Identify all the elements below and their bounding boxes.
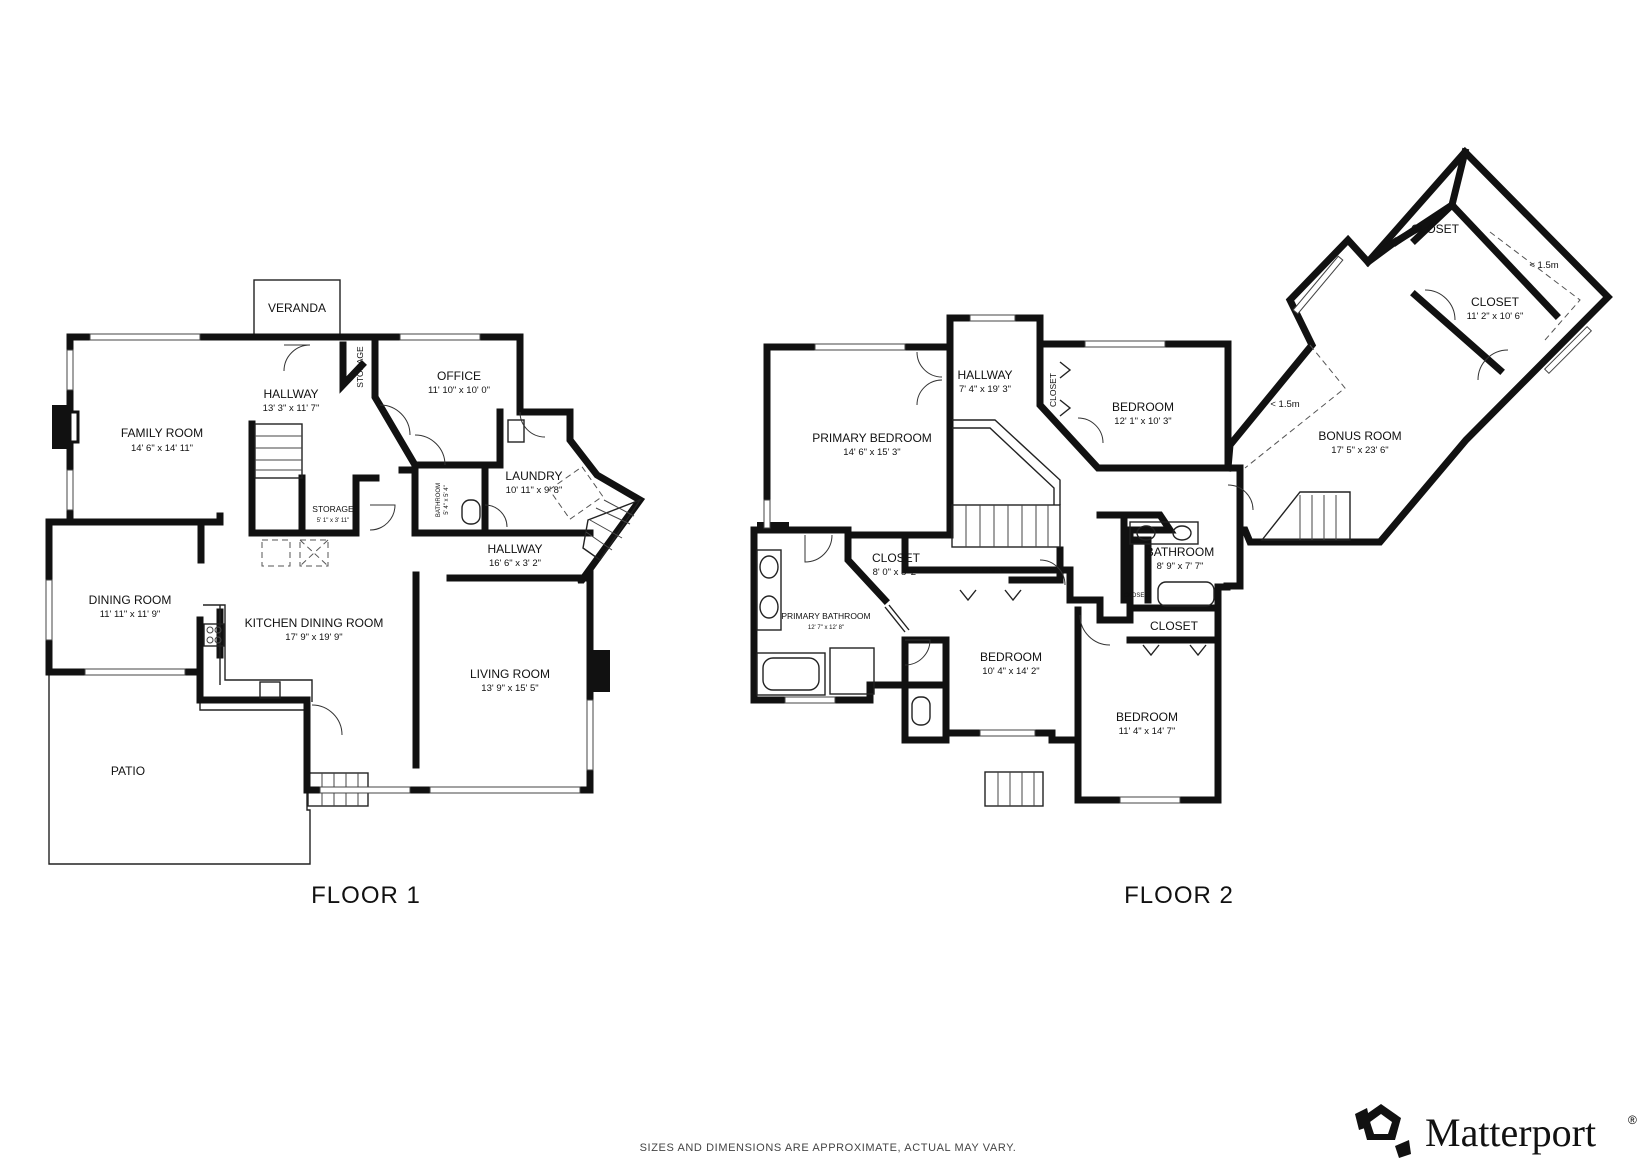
hallway-3-dim: 7' 4" x 19' 3" (959, 384, 1011, 395)
closet-vertical-label: CLOSET (1048, 373, 1058, 407)
hallway-3-label: HALLWAY (957, 368, 1012, 382)
bedroom-1-label: BEDROOM (1112, 400, 1174, 414)
storage-small-label: STORAGE (312, 504, 354, 514)
primary-bathroom-dim: 12' 7" x 12' 8" (808, 625, 844, 631)
hallway-1-dim: 13' 3" x 11' 7" (263, 403, 320, 414)
primary-bedroom-dim: 14' 6" x 15' 3" (843, 447, 900, 458)
laundry-dim: 10' 11" x 9' 8" (506, 485, 563, 496)
closet-top-label: CLOSET (1411, 222, 1460, 236)
veranda-label: VERANDA (268, 301, 326, 315)
floor-2-stairs (951, 504, 1061, 548)
hallway-1-label: HALLWAY (263, 387, 318, 401)
bathroom-2-dim: 8' 9" x 7' 7" (1157, 561, 1204, 572)
closet-tiny-label: CLOSET (1124, 593, 1148, 599)
storage-vertical-label: STORAGE (355, 346, 365, 388)
living-room-label: LIVING ROOM (470, 667, 550, 681)
patio-label: PATIO (111, 764, 145, 778)
living-fireplace (592, 650, 610, 692)
bedroom-3-dim: 11' 4" x 14' 7" (1119, 726, 1176, 737)
exterior-steps (984, 771, 1044, 807)
closet-big-label: CLOSET (1471, 295, 1520, 309)
floor-1-outer-wall (45, 333, 646, 794)
bathroom-small-label: BATHROOM (436, 483, 442, 517)
bedroom-1-dim: 12' 1" x 10' 3" (1114, 416, 1171, 427)
living-room-dim: 13' 9" x 15' 5" (481, 683, 538, 694)
closet-b3-label: CLOSET (1150, 619, 1199, 633)
laundry-label: LAUNDRY (505, 469, 562, 483)
bedroom-3-label: BEDROOM (1116, 710, 1178, 724)
bonus-room-wall (1224, 146, 1613, 546)
office-label: OFFICE (437, 369, 481, 383)
low-ceiling-note-2: < 1.5m (1270, 399, 1299, 410)
disclaimer: SIZES AND DIMENSIONS ARE APPROXIMATE, AC… (640, 1142, 1017, 1154)
floor-1-stairs-2 (582, 498, 642, 561)
bathroom-2-label: BATHROOM (1146, 545, 1214, 559)
brand-registered-mark: ® (1628, 1113, 1637, 1127)
brand-name: Matterport (1425, 1110, 1596, 1155)
dining-room-label: DINING ROOM (89, 593, 172, 607)
kitchen-label: KITCHEN DINING ROOM (245, 616, 384, 630)
primary-bathroom-label: PRIMARY BATHROOM (781, 611, 870, 621)
floor-1-stairs (254, 423, 303, 479)
bonus-room-dim: 17' 5" x 23' 6" (1331, 445, 1388, 456)
matterport-logo-icon (1355, 1104, 1411, 1158)
closet-pb-dim: 8' 0" x 8' 2" (873, 567, 920, 578)
dining-room-dim: 11' 11" x 11' 9" (100, 609, 161, 620)
floor-1: VERANDA FAMILY ROOM 14' 6" x 14' 11" HAL… (45, 279, 646, 909)
bedroom-2-label: BEDROOM (980, 650, 1042, 664)
bathroom-small-dim: 5' 4" x 5' 4" (444, 485, 450, 515)
bedroom-2-dim: 10' 4" x 14' 2" (982, 666, 1039, 677)
bonus-room-label: BONUS ROOM (1318, 429, 1401, 443)
office-dim: 11' 10" x 10' 0" (428, 385, 490, 396)
storage-small-dim: 5' 1" x 3' 11" (317, 518, 349, 524)
kitchen-dim: 17' 9" x 19' 9" (285, 632, 342, 643)
floor-2-title: FLOOR 2 (1124, 882, 1234, 909)
primary-bath-vanity (757, 522, 789, 532)
closet-h-label: CLOSET (971, 565, 1005, 575)
closet-big-dim: 11' 2" x 10' 6" (1467, 311, 1524, 322)
floor-2: PRIMARY BEDROOM 14' 6" x 15' 3" HALLWAY … (750, 146, 1613, 909)
closet-pb-label: CLOSET (872, 551, 921, 565)
primary-bedroom-label: PRIMARY BEDROOM (812, 431, 932, 445)
floor-1-title: FLOOR 1 (311, 882, 421, 909)
low-ceiling-note-1: < 1.5m (1529, 260, 1558, 271)
bonus-room-stairs (1260, 491, 1351, 541)
family-fireplace (52, 405, 70, 449)
hallway-2-label: HALLWAY (487, 542, 542, 556)
family-room-dim: 14' 6" x 14' 11" (131, 443, 193, 454)
family-room-label: FAMILY ROOM (121, 426, 203, 440)
hallway-2-dim: 16' 6" x 3' 2" (489, 558, 541, 569)
